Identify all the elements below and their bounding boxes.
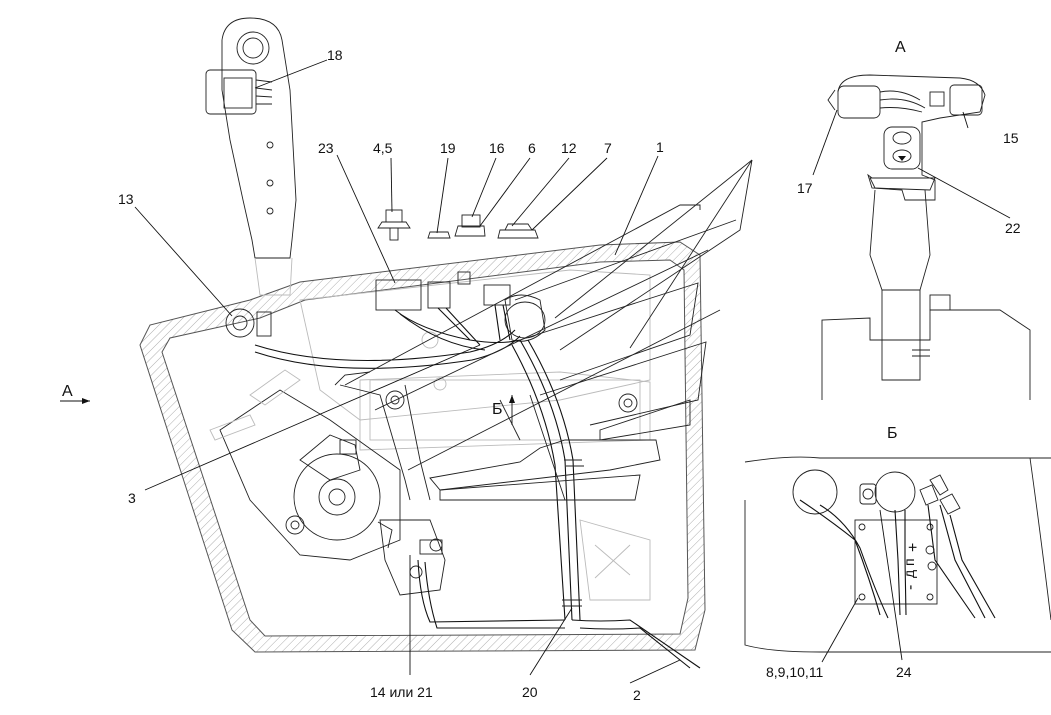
label-8-11: 8,9,10,11 [766,664,824,680]
label-16: 16 [489,140,505,156]
view-b-marker-label: Б [492,401,503,418]
label-24: 24 [896,664,912,680]
label-17: 17 [797,180,813,196]
label-19: 19 [440,140,456,156]
label-13: 13 [118,191,134,207]
terminal-plus: + [905,543,922,552]
joystick-handle [205,17,297,296]
view-b-detail [744,456,1051,663]
top-switches [377,209,539,241]
terminal-n: п [901,558,917,566]
view-b-title: Б [887,425,898,442]
label-3: 3 [128,490,136,506]
label-22: 22 [1005,220,1021,236]
labels: 18 23 4,5 19 16 6 12 7 1 13 3 14 или 21 … [62,39,1021,703]
label-4-5: 4,5 [373,140,393,156]
view-a-detail [812,74,1031,400]
terminal-minus: - [902,585,919,590]
view-b-arrow [509,395,515,425]
label-12: 12 [561,140,577,156]
terminal-d: д [901,570,917,578]
label-6: 6 [528,140,536,156]
outline-panels [334,159,753,501]
label-14-21: 14 или 21 [370,684,433,700]
label-2: 2 [633,687,641,703]
view-a-arrow-label: А [62,383,73,400]
lever-mechanism [209,369,446,596]
label-23: 23 [318,140,334,156]
control-panel-housing [139,241,706,653]
view-a-title: А [895,39,906,56]
label-18: 18 [327,47,343,63]
label-20: 20 [522,684,538,700]
label-15: 15 [1003,130,1019,146]
label-1: 1 [656,139,664,155]
label-7: 7 [604,140,612,156]
connector-blocks [225,271,546,342]
leader-lines [134,59,681,684]
view-a-arrow [60,398,90,404]
